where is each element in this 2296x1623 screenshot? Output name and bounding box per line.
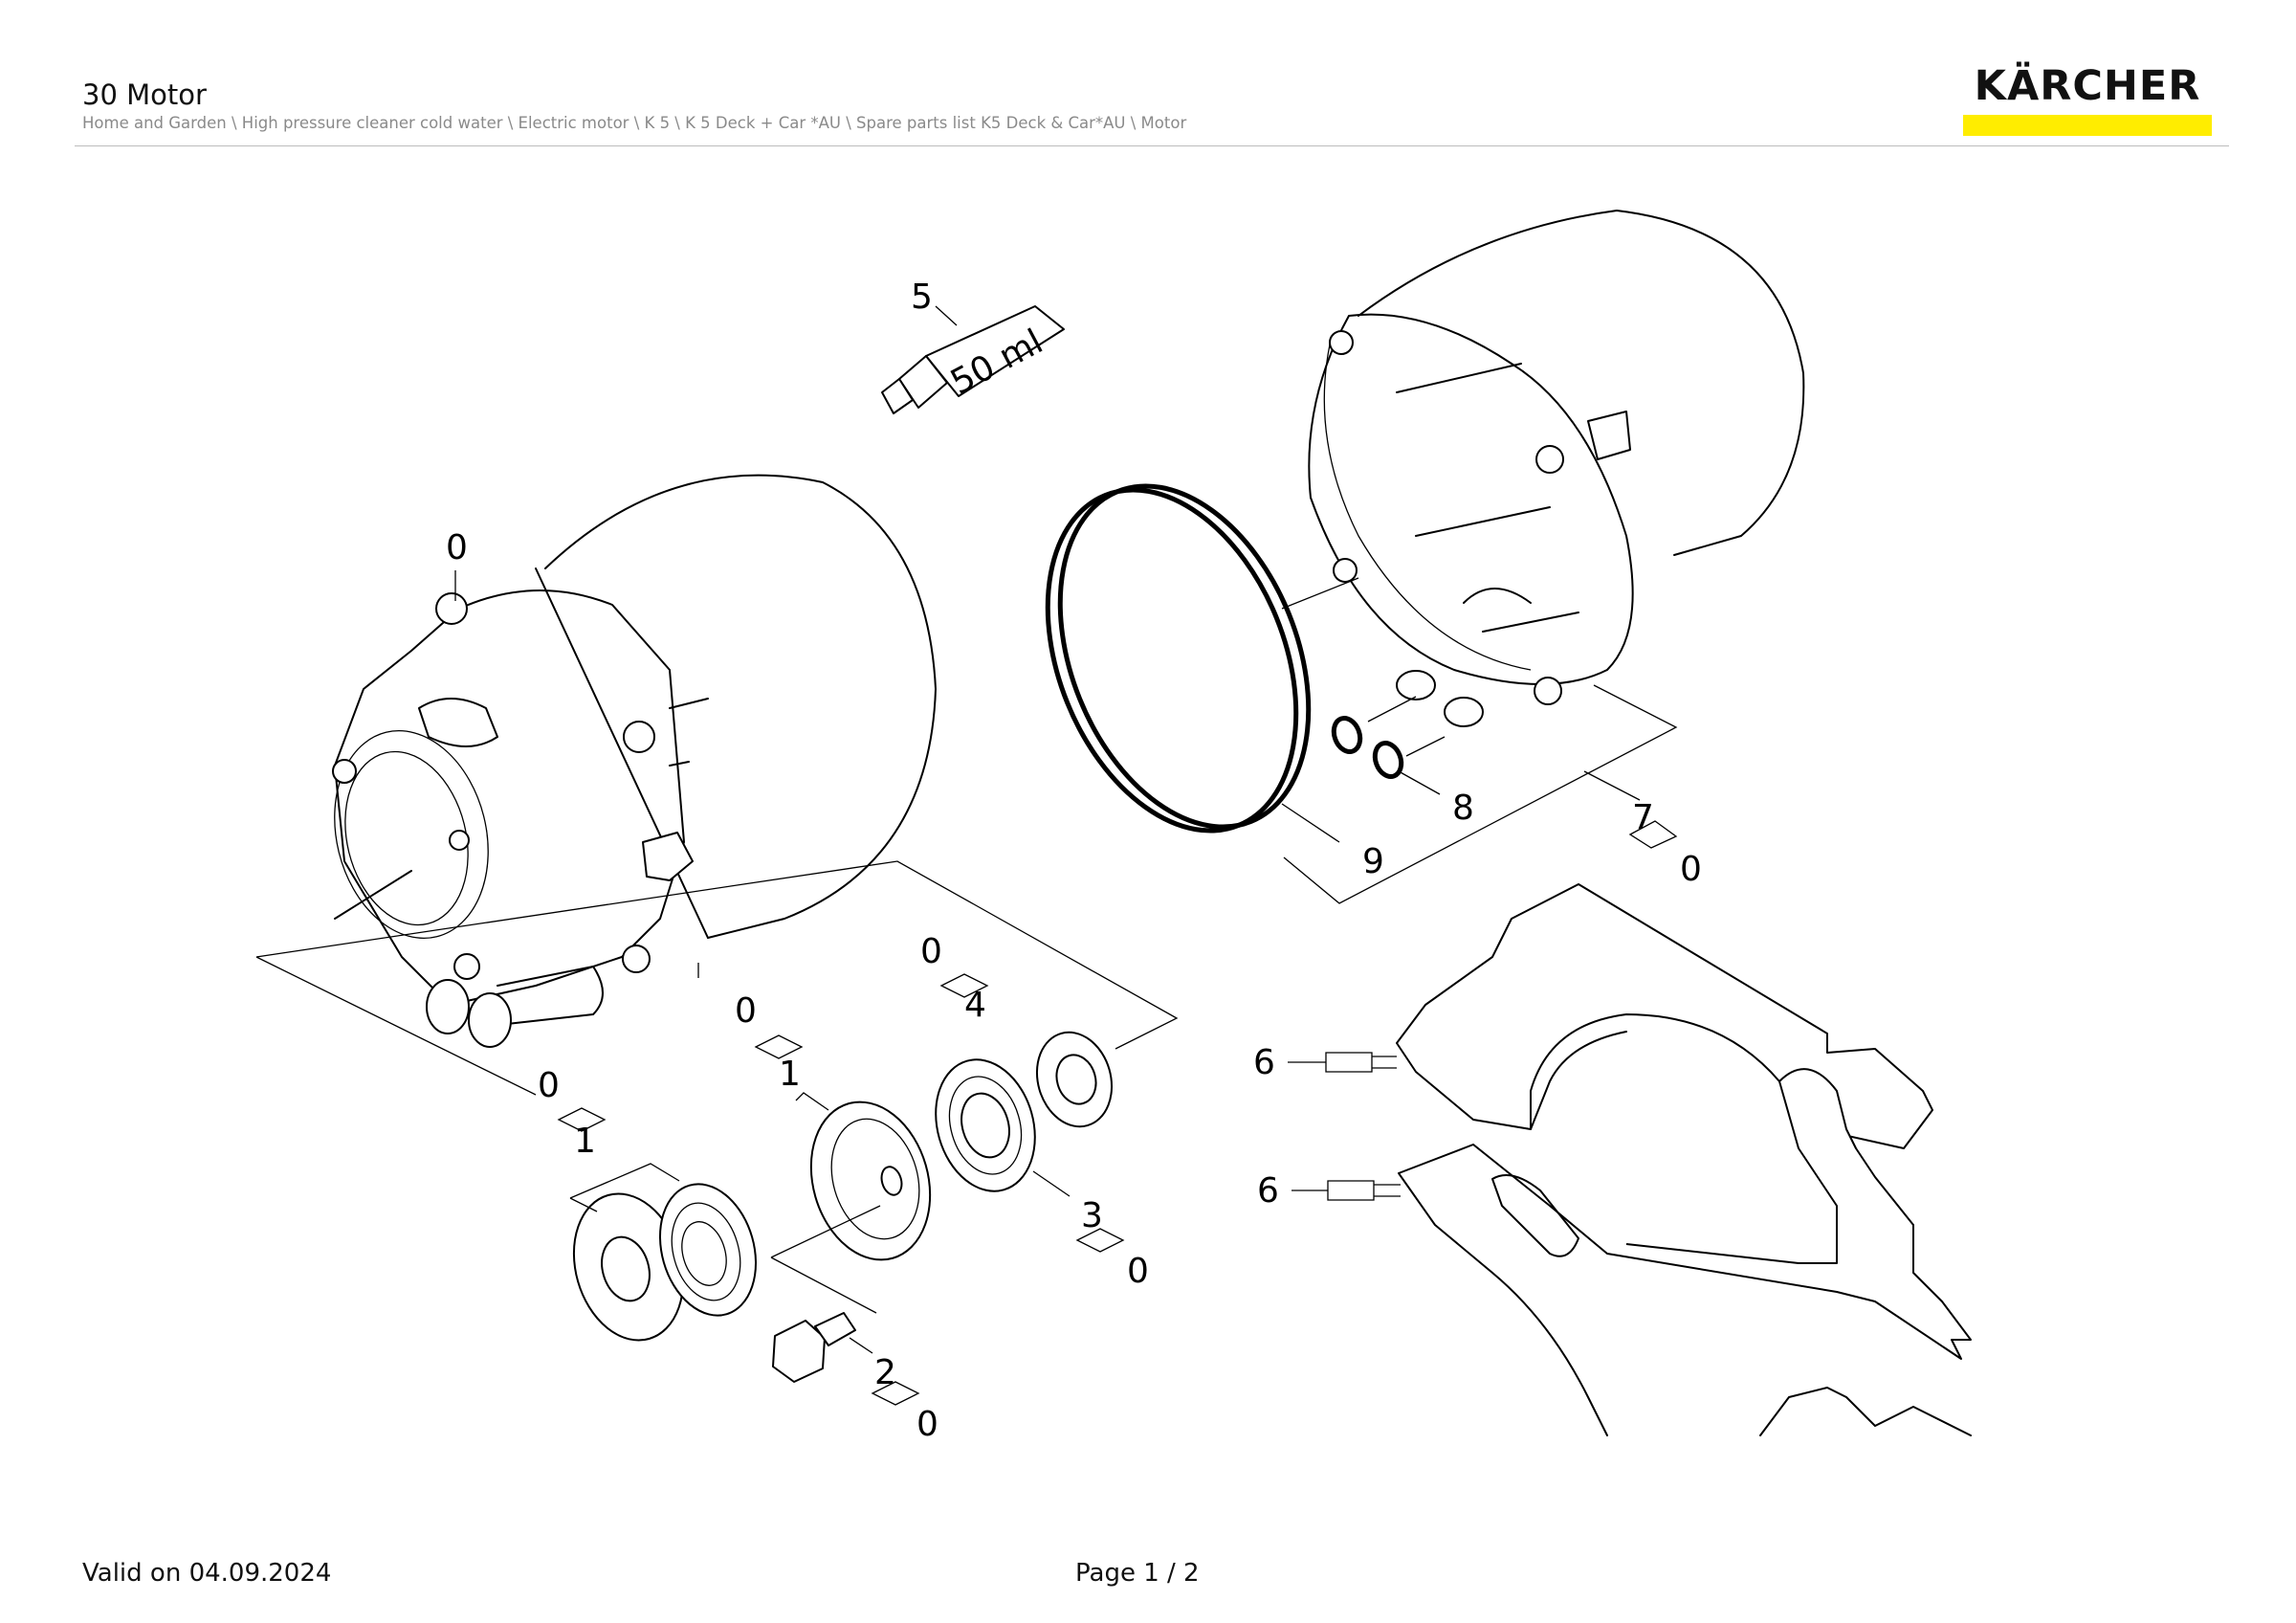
bearing-cup: [809, 1101, 932, 1261]
callout-6-upper: 6: [1253, 1043, 1275, 1082]
brand-logo: KÄRCHER: [1961, 61, 2214, 138]
callout-7-variant: 0: [1680, 850, 1702, 889]
page-title: 30 Motor: [82, 78, 207, 111]
ball-bearing: [935, 1058, 1036, 1192]
large-o-ring: [1045, 483, 1312, 834]
callout-3: 3: [1081, 1196, 1103, 1235]
leader-lines: [255, 305, 1678, 1406]
callout-1-left: 1: [574, 1122, 596, 1161]
callout-0-housing: 0: [446, 528, 468, 567]
thrust-bearing: [658, 1183, 758, 1317]
motor-housing-left: [332, 474, 937, 1048]
callout-5: 5: [911, 278, 933, 317]
header-divider: [75, 145, 2229, 146]
grease-tube-part: 50 ml: [881, 305, 1065, 414]
callout-8: 8: [1452, 789, 1474, 828]
callout-3-variant: 0: [1127, 1252, 1149, 1291]
callout-0-mid: 0: [735, 991, 757, 1031]
breadcrumb: Home and Garden \ High pressure cleaner …: [82, 114, 1187, 132]
shaft-seal: [1035, 1031, 1114, 1128]
callout-0-left: 0: [538, 1066, 560, 1105]
callout-6-lower: 6: [1257, 1171, 1279, 1211]
callout-7: 7: [1632, 798, 1654, 837]
logo-yellow-bar: [1963, 115, 2212, 136]
callout-0-right: 0: [920, 932, 942, 971]
callout-1-mid: 1: [779, 1055, 801, 1094]
callout-2-variant: 0: [916, 1405, 938, 1444]
valid-on-date: Valid on 04.09.2024: [82, 1559, 332, 1588]
motor-housing-right: [1308, 210, 1805, 727]
motor-cover-upper: [1396, 883, 1933, 1149]
callout-numbers: 5 0 9 8 7 0 0 1 0 1 0 4 3 0 2 0 6 6: [446, 278, 1702, 1444]
small-o-rings: [1331, 716, 1404, 779]
logo-wordmark: KÄRCHER: [1974, 62, 2201, 110]
motor-cover-lower: [1398, 1068, 1972, 1436]
page-number: Page 1 / 2: [1075, 1559, 1200, 1588]
callout-4: 4: [964, 986, 986, 1025]
callout-2: 2: [874, 1353, 896, 1392]
screw: [772, 1312, 856, 1383]
callout-9: 9: [1362, 842, 1384, 881]
